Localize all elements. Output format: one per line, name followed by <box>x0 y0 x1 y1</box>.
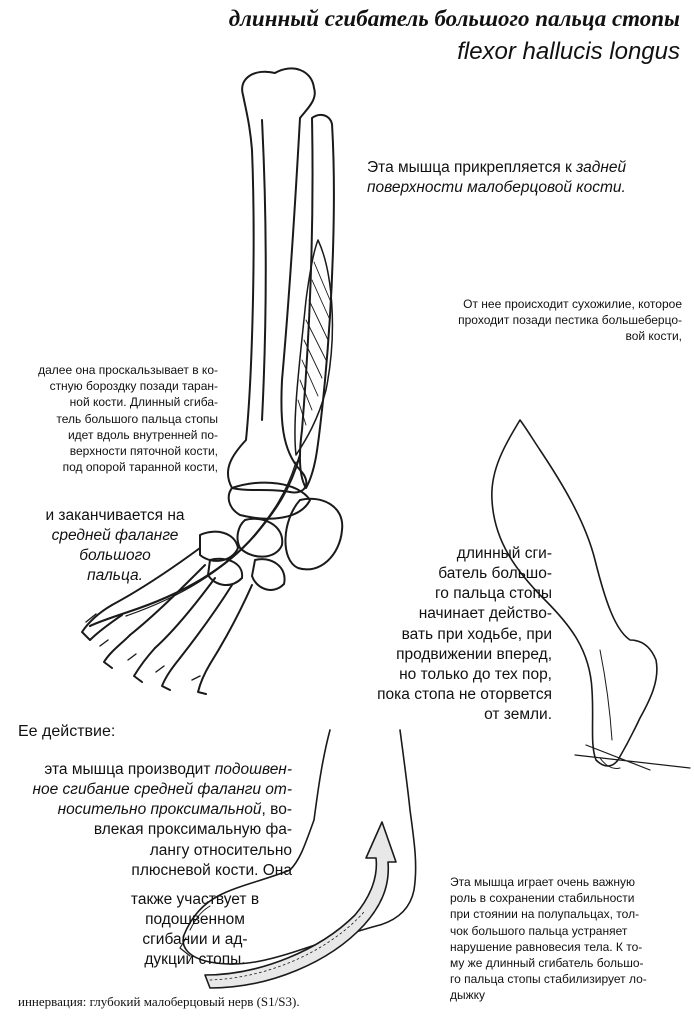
groove-line: ной кости. Длинный сгиба- <box>69 395 218 410</box>
walking-line: батель большо- <box>438 565 552 583</box>
groove-line: верхности пяточной кости, <box>69 443 218 458</box>
insertion-line: и заканчивается на <box>45 507 185 524</box>
groove-line: тель большого пальца стопы <box>56 411 218 426</box>
attachment-text: Эта мышца прикрепляется к задней поверхн… <box>367 158 687 198</box>
stability-line: роль в сохранении стабильности <box>450 891 635 906</box>
muscle-belly <box>294 239 334 456</box>
action-line: лангу относительно <box>149 841 292 859</box>
fibula-bone <box>298 113 335 489</box>
title-russian: длинный сгибатель большого пальца стопы <box>228 6 680 31</box>
action-arrow <box>204 821 397 989</box>
tendon-line: проходит позади пестика большеберцо- <box>458 313 682 328</box>
groove-line: стную бороздку позади таран- <box>49 379 218 394</box>
walking-line: пока стопа не оторвется <box>377 685 552 703</box>
walking-line: го пальца стопы <box>434 585 552 603</box>
insertion-italic: пальца. <box>87 567 143 585</box>
action-line: также участвует в <box>130 891 260 908</box>
walking-line: от земли. <box>484 706 552 724</box>
action-line: сгибании и ад- <box>142 931 248 949</box>
groove-line: под опорой таранной кости, <box>62 460 218 475</box>
calcaneus-bone <box>284 497 344 571</box>
walking-text: длинный сги- батель большо- го пальца ст… <box>340 544 552 725</box>
leg-on-toes <box>491 419 658 767</box>
insertion-italic: средней фаланге <box>51 527 179 545</box>
insertion-text: и заканчивается на средней фаланге больш… <box>20 506 210 587</box>
walking-line: продвижении вперед, <box>396 645 552 663</box>
groove-text: далее она проскальзывает в ко- стную бор… <box>0 362 218 475</box>
stability-line: нарушение равновесия тела. К то- <box>450 939 643 954</box>
action-line: плюсневой кости. Она <box>131 861 292 879</box>
foot-side-view <box>182 729 417 965</box>
action-line: влекая проксимальную фа- <box>93 821 292 839</box>
insertion-italic: большого <box>79 547 151 565</box>
attachment-prefix: Эта мышца прикрепляется к <box>367 159 577 176</box>
title-latin: flexor hallucis longus <box>457 38 680 65</box>
action-line: подошвенном <box>145 911 245 929</box>
action-italic-3: носительно проксимальной <box>57 801 262 819</box>
stability-line: дыжку <box>450 988 486 1003</box>
walking-line: но только до тех пор, <box>399 665 552 683</box>
innervation-text: иннервация: глубокий малоберцовый нерв (… <box>18 994 300 1009</box>
stability-line: го пальца стопы стабилизирует ло- <box>450 972 647 987</box>
attachment-italic-1: задней <box>576 159 627 176</box>
tendon-text: От нее происходит сухожилие, которое про… <box>382 296 682 345</box>
action-heading: Ее действие: <box>18 723 116 740</box>
action-text-lower: также участвует в подошвенном сгибании и… <box>120 890 270 971</box>
stability-text: Эта мышца играет очень важную роль в сох… <box>450 874 690 1004</box>
tendon <box>88 453 302 628</box>
action-italic-2: ное сгибание средней фаланги от- <box>32 781 292 799</box>
attachment-italic-2: поверхности малоберцовой кости. <box>367 179 626 197</box>
action-italic-1: подошвен- <box>214 761 292 778</box>
walking-line: начинает действо- <box>418 605 552 623</box>
stability-line: чок большого пальца устраняет <box>450 923 628 938</box>
groove-line: далее она проскальзывает в ко- <box>38 363 218 377</box>
tendon-line: вой кости, <box>625 329 682 344</box>
walking-line: длинный сги- <box>456 545 552 562</box>
groove-line: идет вдоль внутренней по- <box>67 427 218 442</box>
stability-line: Эта мышца играет очень важную <box>450 875 636 889</box>
stability-line: при стоянии на полупальцах, тол- <box>450 907 640 922</box>
action-suffix: , во- <box>261 801 292 819</box>
action-text: эта мышца производит подошвен- ное сгиба… <box>0 760 292 881</box>
walking-line: вать при ходьбе, при <box>401 625 552 643</box>
action-prefix: эта мышца производит <box>44 761 215 778</box>
action-line: дукции стопы. <box>144 951 246 969</box>
stability-line: му же длинный сгибатель большо- <box>450 955 644 970</box>
tendon-line: От нее происходит сухожилие, которое <box>463 297 682 311</box>
